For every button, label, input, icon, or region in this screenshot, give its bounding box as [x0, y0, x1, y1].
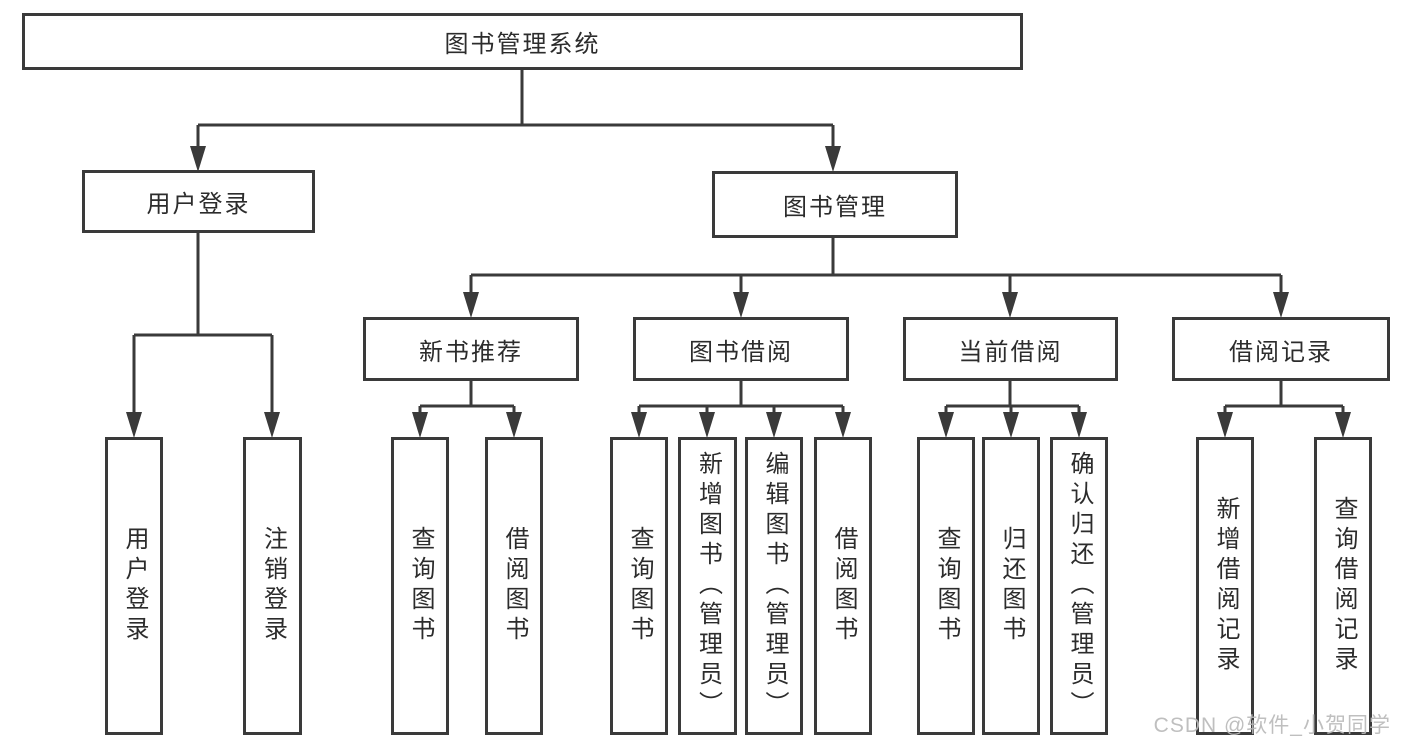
leaf-logout: 注销登录: [243, 437, 302, 735]
leaf-cb-return-books: 归还图书: [982, 437, 1040, 735]
node-book-mgmt: 图书管理: [712, 171, 958, 238]
leaf-br-add-record-label: 新增借阅记录: [1212, 496, 1239, 676]
leaf-cb-confirm-return-admin-label: 确认归还（管理员）: [1066, 451, 1093, 721]
leaf-bb-add-books-admin: 新增图书（管理员）: [678, 437, 737, 735]
leaf-cb-confirm-return-admin: 确认归还（管理员）: [1050, 437, 1108, 735]
node-book-borrow-label: 图书借阅: [689, 338, 793, 366]
leaf-bb-query-books-label: 查询图书: [626, 526, 653, 646]
leaf-bb-add-books-admin-label: 新增图书（管理员）: [694, 451, 722, 721]
leaf-nb-query-books: 查询图书: [391, 437, 449, 735]
leaf-bb-borrow-books-label: 借阅图书: [830, 526, 857, 646]
leaf-br-query-record-label: 查询借阅记录: [1330, 496, 1357, 676]
leaf-bb-edit-books-admin: 编辑图书（管理员）: [745, 437, 803, 735]
node-new-book-recommend: 新书推荐: [363, 317, 579, 381]
node-root-label: 图书管理系统: [444, 31, 601, 58]
leaf-user-login-label: 用户登录: [121, 526, 148, 646]
node-current-borrow: 当前借阅: [903, 317, 1118, 381]
node-borrow-records: 借阅记录: [1172, 317, 1390, 381]
leaf-cb-query-books-label: 查询图书: [933, 526, 960, 646]
leaf-br-query-record: 查询借阅记录: [1314, 437, 1372, 735]
leaf-user-login: 用户登录: [105, 437, 163, 735]
leaf-bb-query-books: 查询图书: [610, 437, 668, 735]
leaf-nb-query-books-label: 查询图书: [407, 526, 434, 646]
leaf-bb-edit-books-admin-label: 编辑图书（管理员）: [761, 451, 788, 721]
node-root: 图书管理系统: [22, 13, 1023, 70]
leaf-logout-label: 注销登录: [259, 526, 287, 646]
node-book-mgmt-label: 图书管理: [783, 194, 887, 221]
watermark: CSDN @软件_小贺同学: [1153, 714, 1391, 737]
leaf-bb-borrow-books: 借阅图书: [814, 437, 872, 735]
node-book-borrow: 图书借阅: [633, 317, 849, 381]
node-user-login: 用户登录: [82, 170, 315, 233]
arrowheads: [126, 146, 1351, 438]
node-borrow-records-label: 借阅记录: [1229, 338, 1333, 366]
node-user-login-label: 用户登录: [146, 191, 251, 218]
leaf-br-add-record: 新增借阅记录: [1196, 437, 1254, 735]
leaf-nb-borrow-books-label: 借阅图书: [501, 526, 528, 646]
leaf-cb-query-books: 查询图书: [917, 437, 975, 735]
node-current-borrow-label: 当前借阅: [958, 338, 1063, 366]
leaf-cb-return-books-label: 归还图书: [998, 526, 1025, 646]
node-new-book-recommend-label: 新书推荐: [419, 338, 523, 366]
leaf-nb-borrow-books: 借阅图书: [485, 437, 543, 735]
